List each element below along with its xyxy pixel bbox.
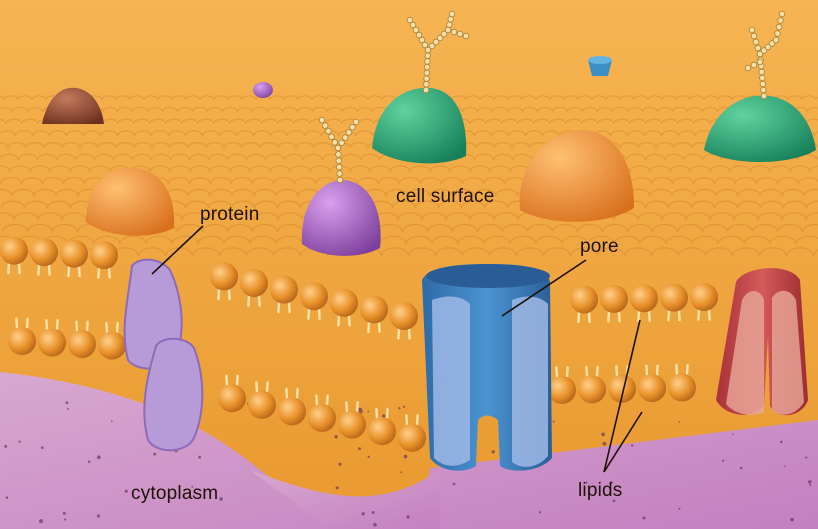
speckle — [398, 407, 400, 409]
speckle — [404, 455, 408, 459]
speckle — [97, 455, 101, 459]
speckle — [336, 486, 339, 489]
speckle — [111, 420, 113, 422]
speckle — [643, 517, 646, 520]
cell-surface-label: cell surface — [396, 186, 495, 208]
speckle — [153, 453, 156, 456]
speckle — [6, 496, 9, 499]
speckle — [358, 408, 362, 412]
pore-inner-right — [512, 297, 548, 467]
speckle — [539, 511, 541, 513]
speckle — [219, 497, 223, 501]
speckle — [679, 508, 681, 510]
speckle — [39, 519, 43, 523]
speckle — [740, 467, 743, 470]
protein-label: protein — [200, 204, 260, 226]
speckle — [805, 456, 807, 458]
speckle — [88, 460, 91, 463]
speckle — [97, 514, 100, 517]
speckle — [125, 490, 128, 493]
pore-label: pore — [580, 236, 619, 258]
speckle — [373, 523, 377, 527]
speckle — [780, 441, 783, 444]
speckle — [406, 515, 409, 518]
speckle — [368, 411, 370, 413]
speckle — [400, 471, 402, 473]
cytoplasm-label: cytoplasm — [131, 483, 218, 505]
speckle — [338, 463, 341, 466]
speckle — [67, 408, 69, 410]
pore-opening — [426, 264, 550, 288]
speckle — [722, 460, 724, 462]
lipids-label: lipids — [578, 480, 623, 502]
small-blue-protein-top — [588, 56, 612, 64]
small-purple-protein — [253, 82, 273, 98]
speckle — [63, 512, 66, 515]
speckle — [809, 484, 811, 486]
speckle — [492, 450, 495, 453]
speckle — [631, 444, 633, 446]
speckle — [453, 483, 456, 486]
speckle — [403, 406, 405, 408]
speckle — [198, 456, 201, 459]
speckle — [808, 480, 812, 484]
speckle — [64, 518, 66, 520]
pore-inner-left — [432, 297, 470, 466]
speckle — [66, 401, 69, 404]
speckle — [679, 421, 681, 423]
speckle — [334, 435, 337, 438]
speckle — [553, 421, 555, 423]
speckle — [372, 511, 375, 514]
speckle — [41, 446, 44, 449]
speckle — [601, 433, 605, 437]
speckle — [358, 447, 361, 450]
lavender-protein-lower — [144, 339, 202, 451]
speckle — [603, 442, 607, 446]
speckle — [362, 512, 365, 515]
speckle — [790, 518, 794, 522]
speckle — [4, 445, 7, 448]
speckle — [732, 433, 734, 435]
speckle — [784, 466, 786, 468]
speckle — [368, 456, 370, 458]
speckle — [19, 441, 21, 443]
